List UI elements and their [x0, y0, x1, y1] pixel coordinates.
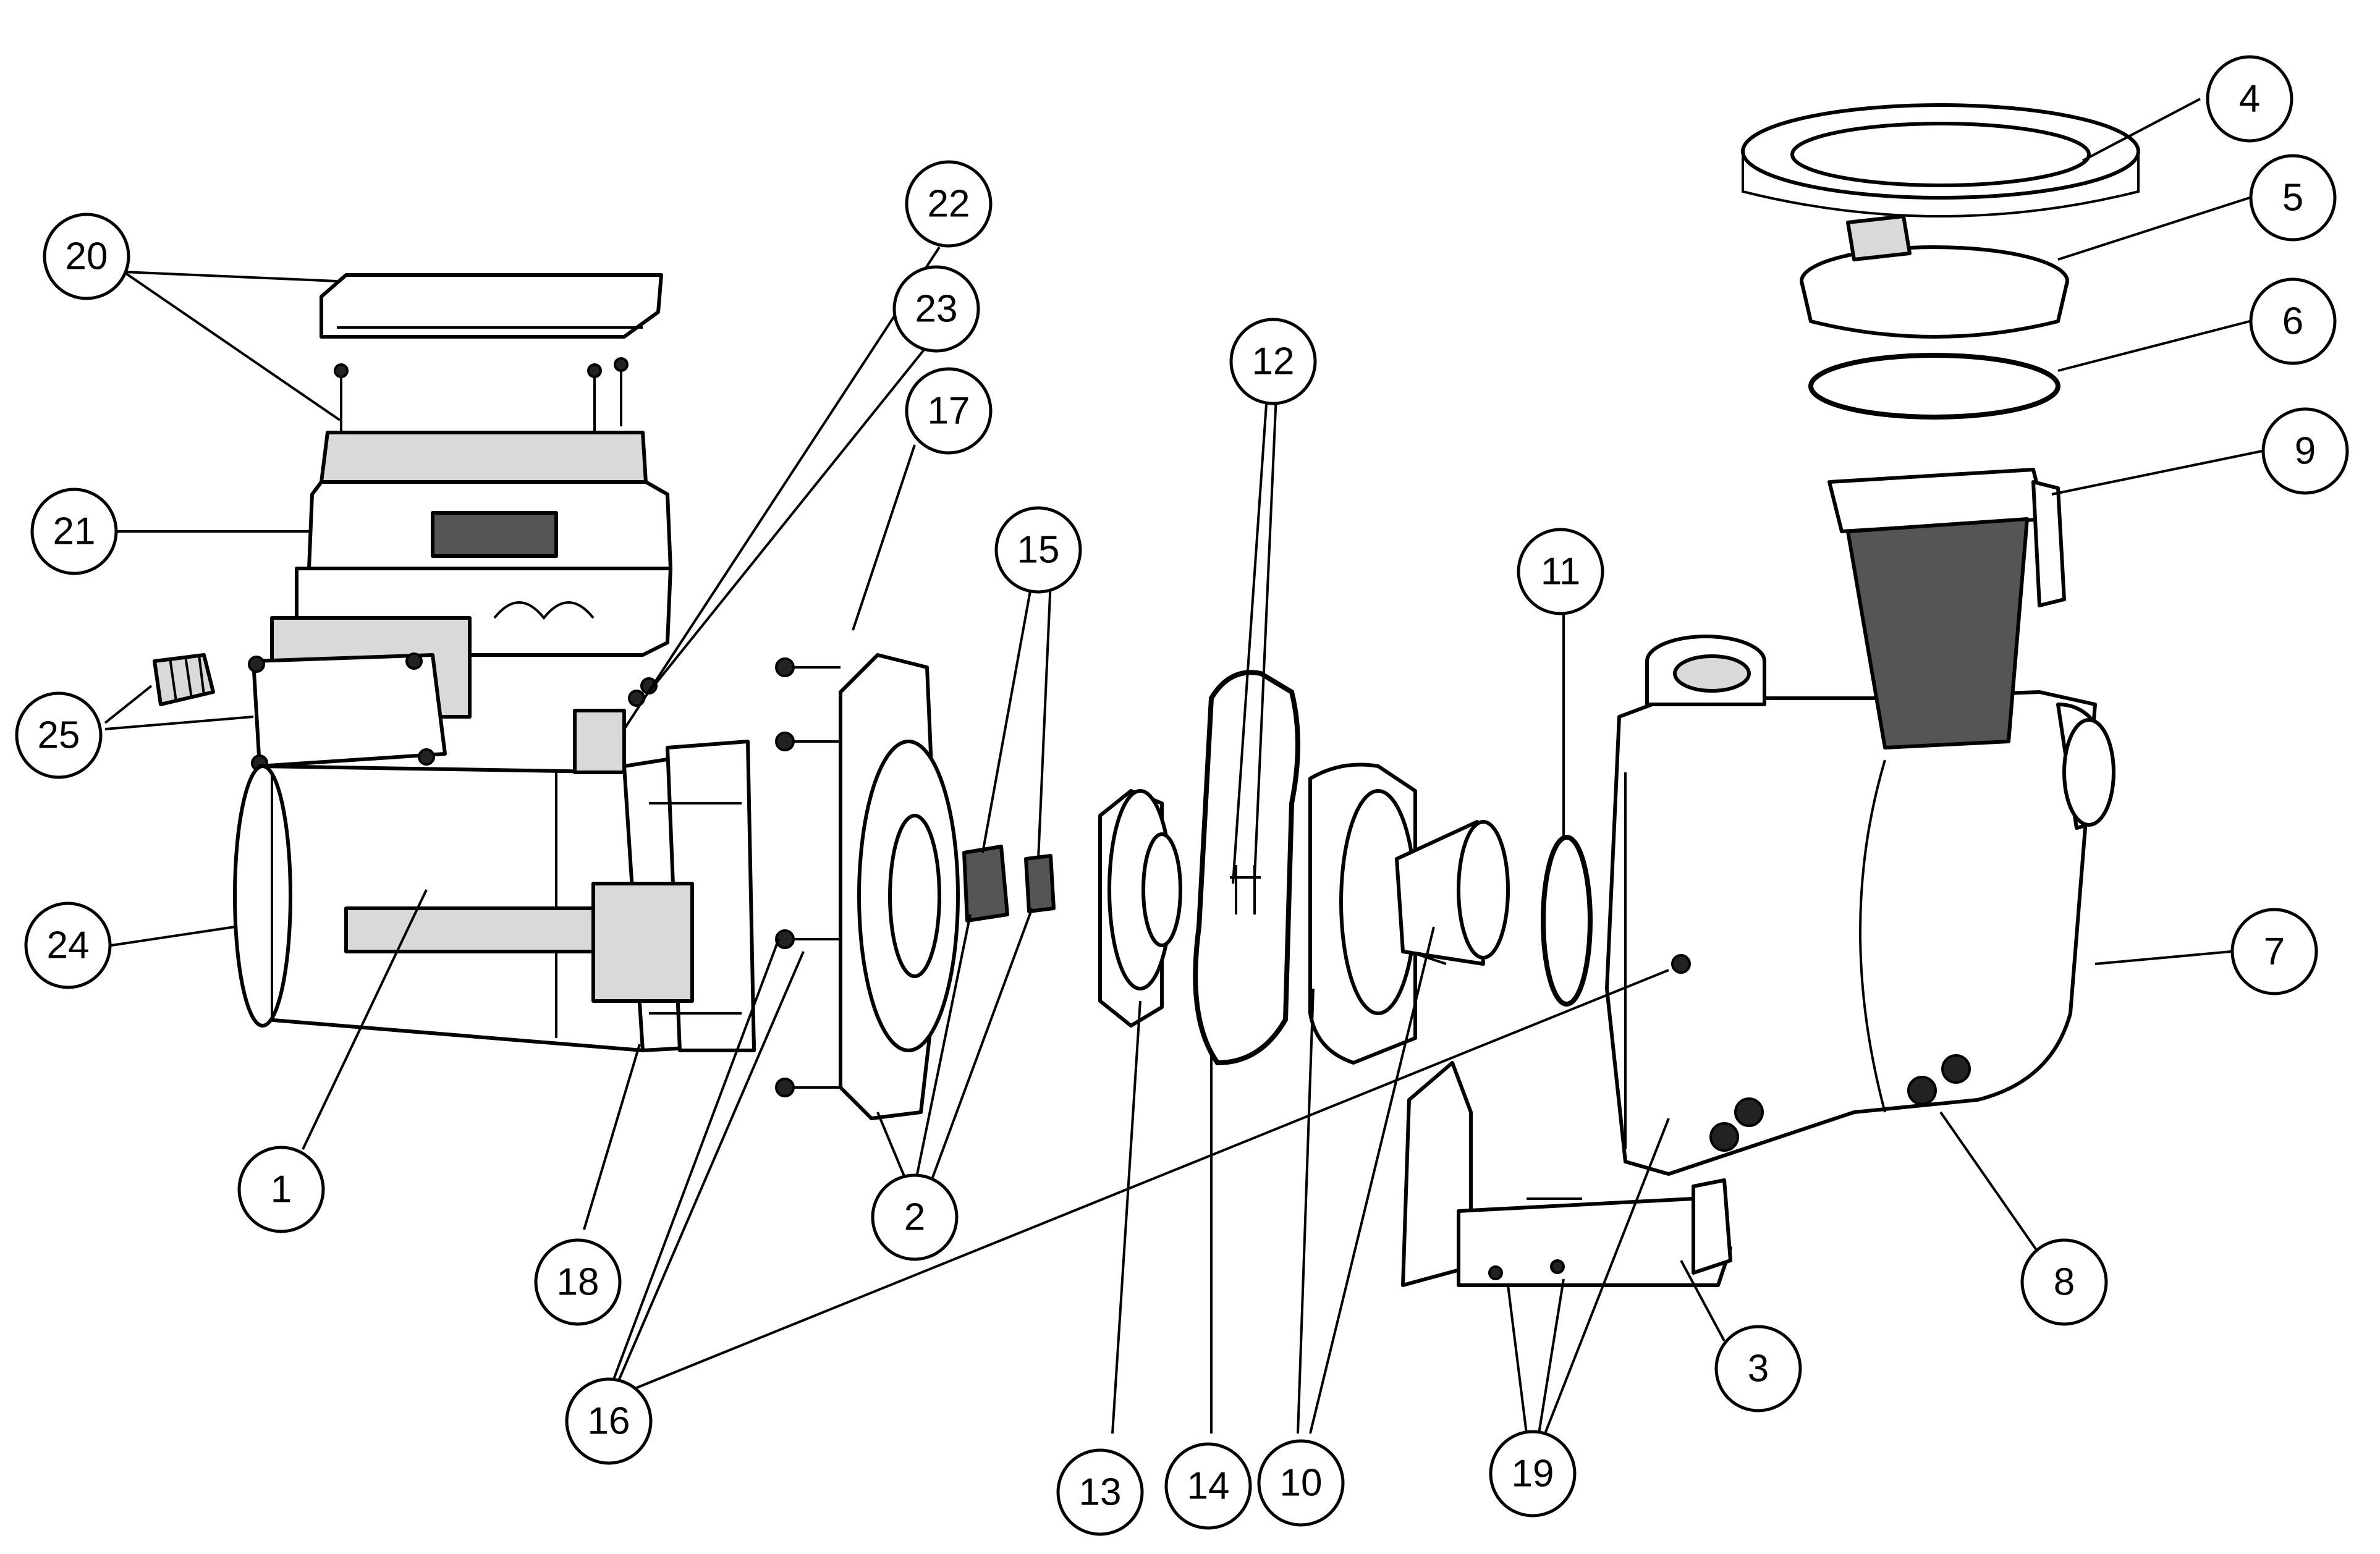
callout-1: 1: [237, 1146, 325, 1233]
svg-text:21: 21: [53, 510, 96, 553]
callout-16: 16: [565, 1377, 653, 1465]
part-diffuser: [1308, 762, 1510, 1065]
callout-21: 21: [30, 488, 118, 575]
part-drain-plugs: [1709, 1054, 1971, 1152]
svg-text:2: 2: [904, 1196, 925, 1239]
callout-13: 13: [1056, 1448, 1144, 1536]
callout-25: 25: [15, 691, 103, 779]
callout-14: 14: [1164, 1442, 1252, 1530]
svg-text:5: 5: [2282, 177, 2303, 219]
part-control-cover: [320, 273, 663, 439]
svg-text:7: 7: [2264, 931, 2285, 973]
callout-24: 24: [24, 902, 112, 989]
leader-lines: [104, 98, 2263, 1434]
callout-20: 20: [43, 213, 130, 300]
part-impeller: [1098, 789, 1182, 1028]
callout-9: 9: [2261, 407, 2349, 495]
callout-22: 22: [905, 160, 993, 248]
callout-3: 3: [1714, 1325, 1802, 1413]
svg-text:6: 6: [2282, 300, 2303, 343]
part-motor-base: [1401, 1061, 1732, 1287]
svg-text:17: 17: [928, 390, 970, 433]
callout-4: 4: [2206, 55, 2293, 143]
callout-12: 12: [1229, 318, 1317, 405]
part-conduit-plate: [248, 652, 447, 772]
part-motor: [233, 677, 756, 1052]
callout-2: 2: [871, 1173, 959, 1261]
callout-11: 11: [1517, 528, 1604, 615]
callout-23: 23: [892, 265, 980, 353]
part-diffuser-gasket: [1193, 670, 1300, 1066]
callout-7: 7: [2230, 908, 2318, 995]
callout-5: 5: [2249, 154, 2337, 242]
svg-text:1: 1: [271, 1168, 292, 1211]
part-cord-grip: [153, 653, 215, 706]
svg-text:11: 11: [1541, 551, 1580, 593]
callout-6: 6: [2249, 277, 2337, 365]
callout-15: 15: [994, 506, 1082, 594]
callout-18: 18: [534, 1238, 622, 1326]
callout-8: 8: [2020, 1238, 2108, 1326]
svg-text:16: 16: [588, 1400, 630, 1443]
part-locking-ring: [1741, 103, 2140, 217]
part-strainer-lid: [1800, 214, 2069, 339]
part-lid-o-ring: [1808, 353, 2060, 420]
svg-text:14: 14: [1187, 1465, 1230, 1508]
svg-text:18: 18: [557, 1261, 599, 1304]
part-pump-housing: [1605, 635, 2115, 1176]
svg-text:25: 25: [38, 714, 80, 757]
svg-text:10: 10: [1280, 1462, 1323, 1505]
svg-text:24: 24: [47, 924, 90, 967]
part-diffuser-o-ring: [1541, 835, 1593, 1007]
svg-text:13: 13: [1079, 1471, 1122, 1514]
callout-10: 10: [1257, 1439, 1345, 1527]
part-seal-plate: [775, 653, 960, 1120]
svg-text:22: 22: [928, 183, 970, 226]
svg-text:19: 19: [1512, 1453, 1554, 1495]
svg-text:8: 8: [2054, 1261, 2075, 1304]
part-shaft-seal: [962, 845, 1056, 923]
svg-text:12: 12: [1252, 340, 1295, 383]
callout-19: 19: [1489, 1430, 1577, 1518]
svg-text:3: 3: [1748, 1348, 1769, 1390]
svg-text:9: 9: [2295, 430, 2316, 473]
svg-text:20: 20: [66, 235, 108, 278]
svg-text:15: 15: [1017, 529, 1060, 572]
svg-text:4: 4: [2239, 78, 2260, 120]
svg-text:23: 23: [915, 288, 958, 331]
callout-17: 17: [905, 367, 993, 455]
part-strainer-basket: [1827, 468, 2066, 750]
